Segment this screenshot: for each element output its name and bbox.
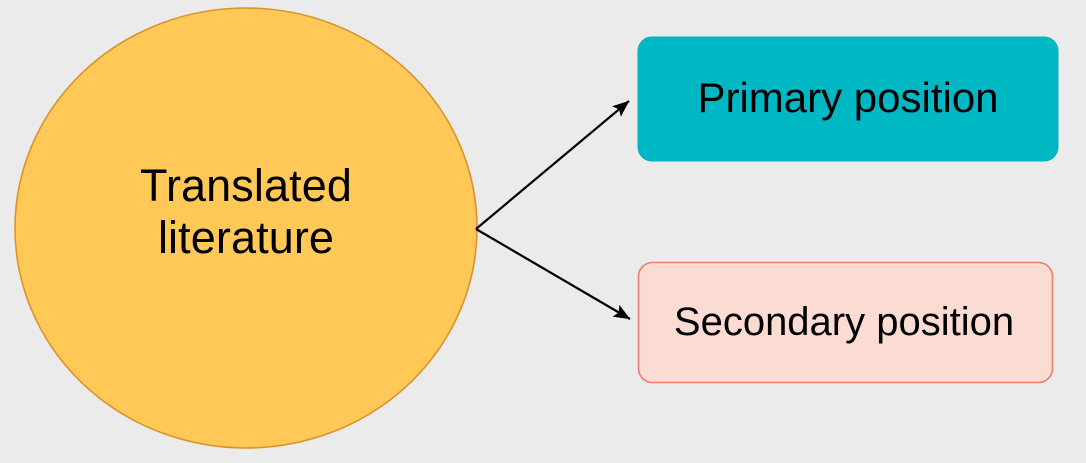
connector-source-to-secondary [475, 228, 631, 320]
connector-source-to-primary [475, 100, 630, 230]
primary-position-box[interactable] [637, 36, 1059, 162]
source-node-circle[interactable] [14, 7, 478, 449]
secondary-position-box[interactable] [637, 261, 1054, 384]
